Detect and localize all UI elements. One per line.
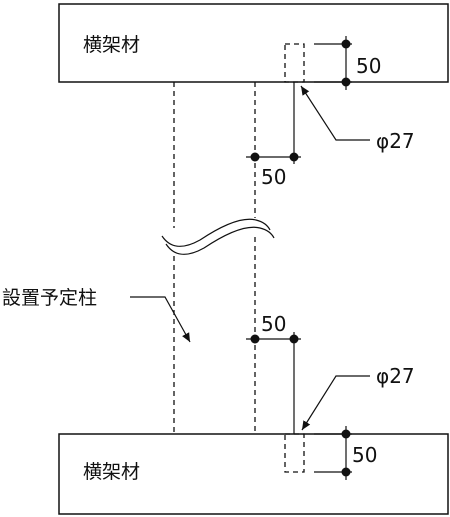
bottom-beam-label: 横架材 — [83, 461, 140, 483]
top-dim-horizontal-label: 50 — [261, 165, 286, 189]
column-label: 設置予定柱 — [2, 287, 97, 309]
bottom-hole-leader — [301, 375, 370, 431]
bottom-dim-dot-lower — [341, 467, 351, 477]
bottom-h-dim-dot-right — [289, 334, 299, 344]
break-line-upper — [161, 218, 271, 247]
top-dim-vertical-label: 50 — [356, 54, 381, 78]
top-h-dim-dot-right — [289, 152, 299, 162]
top-dim-dot-upper — [341, 39, 351, 49]
bottom-dim-vertical-label: 50 — [352, 443, 377, 467]
bottom-beam — [58, 433, 449, 515]
top-beam-label: 横架材 — [83, 34, 140, 56]
top-hole-label: φ27 — [376, 129, 415, 153]
column-leader — [130, 296, 191, 343]
break-line-lower — [165, 226, 275, 255]
bottom-hole-label: φ27 — [376, 364, 415, 388]
bottom-dim-horizontal-label: 50 — [261, 312, 286, 336]
top-h-dim-dot-left — [250, 152, 260, 162]
top-dim-dot-lower — [341, 77, 351, 87]
top-hole-leader — [300, 85, 370, 141]
bottom-h-dim-dot-left — [250, 334, 260, 344]
bottom-dim-dot-upper — [341, 429, 351, 439]
top-hole — [284, 43, 305, 83]
top-beam — [58, 3, 449, 83]
bottom-hole — [284, 433, 305, 473]
